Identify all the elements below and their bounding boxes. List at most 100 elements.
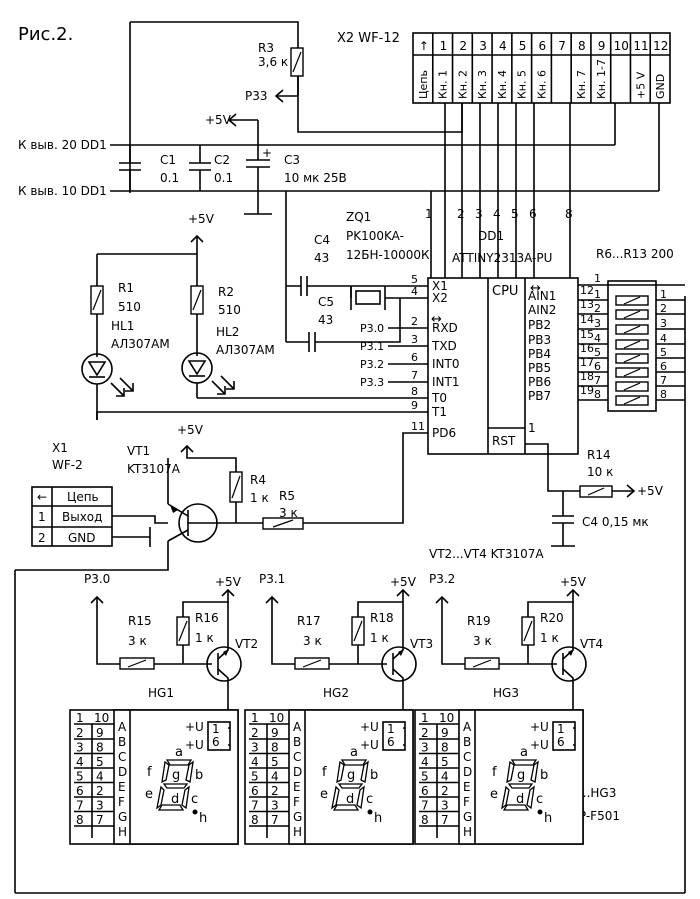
dd1-left-pin-label: X2 <box>432 291 448 305</box>
x2-signal-label: +5 V <box>634 71 647 99</box>
hg-segment-letter: B <box>293 735 301 749</box>
x2-pin-number: 2 <box>459 39 467 53</box>
x2-signal-label: Кн. 1-7 <box>595 59 608 99</box>
hg-pin-right: 8 <box>96 741 104 755</box>
stage-hg-name: HG2 <box>323 686 349 700</box>
hg-segment-letter: H <box>118 825 127 839</box>
hg-segment-letter: E <box>293 780 301 794</box>
r2-hatch <box>192 289 202 311</box>
hg-power-2: +U <box>360 738 379 752</box>
dd1-top-pin-number: 5 <box>511 207 519 221</box>
hg-pin-left: 5 <box>251 770 259 784</box>
seven-segment-label: f <box>492 765 497 780</box>
stage-transistor-arrow <box>568 649 574 656</box>
r-array-right-number: 5 <box>660 346 667 359</box>
seven-segment-label: g <box>517 768 525 783</box>
dd1-right-pin-label: PB7 <box>528 389 551 403</box>
hg-pin-left: 6 <box>76 784 84 798</box>
stage-rb-value: 3 к <box>473 634 492 648</box>
vt-note: VT2...VT4 KT3107A <box>429 547 544 561</box>
dd1-right-pin-number: 18 <box>580 370 594 383</box>
hg-power-pin-b: 6 <box>557 735 565 749</box>
r4-hatch <box>231 475 241 499</box>
hg-pin-right: 3 <box>441 799 449 813</box>
dd1-right-pin-number: 14 <box>580 313 594 326</box>
dd1-left-pin-label: RXD <box>432 321 458 335</box>
r3-value: 3,6 к <box>258 55 288 69</box>
hg-pin-right: 2 <box>96 784 104 798</box>
stage-rb-value: 3 к <box>303 634 322 648</box>
hg-segment-letter: F <box>463 795 470 809</box>
seven-segment-label: e <box>320 787 328 802</box>
wire-pd6 <box>303 432 428 524</box>
hg-pin-left: 3 <box>251 741 259 755</box>
c1-capacitor <box>119 145 141 191</box>
r-array-hatch <box>623 340 641 349</box>
seven-segment-label: b <box>540 768 548 783</box>
x2-pin-number: 9 <box>598 39 606 53</box>
dd1-right-pin-number: 16 <box>580 342 594 355</box>
hg-power-box <box>552 721 576 751</box>
r-array-left-number: 4 <box>594 332 601 345</box>
x2-pin-number: 3 <box>479 39 487 53</box>
stage-net-wire <box>441 597 465 665</box>
dd1-left-pin-number: 6 <box>411 351 418 364</box>
hg-pin-right: 3 <box>96 799 104 813</box>
r4-value: 1 к <box>250 491 269 505</box>
hg-power-wires <box>228 727 230 746</box>
dd1-top-pin-number: 8 <box>565 207 573 221</box>
r14-vcc-label: +5V <box>637 484 664 498</box>
seven-segment-label: e <box>145 787 153 802</box>
hg-segment-letter: G <box>118 810 127 824</box>
dd1-left-pin-label: X1 <box>432 279 448 293</box>
hg-pin-left: 5 <box>76 770 84 784</box>
stage-rc-hatch <box>178 620 188 642</box>
stage-transistor-leads <box>217 602 229 728</box>
r3-name: R3 <box>258 41 274 55</box>
r4-name: R4 <box>250 473 266 487</box>
stage-vcc-arrow <box>566 588 580 597</box>
r-array-hatch <box>623 396 641 405</box>
x1-header: Цепь <box>67 490 99 504</box>
c5-name: C5 <box>318 295 334 309</box>
x1-type: WF-2 <box>52 458 83 472</box>
c5-value: 43 <box>318 313 333 327</box>
dd1-top-pin-number: 3 <box>475 207 483 221</box>
hg-segment-letter: F <box>293 795 300 809</box>
x2-pin-number: 8 <box>578 39 586 53</box>
dd1-right-pin-number: 15 <box>580 328 594 341</box>
hl1-name: HL1 <box>111 319 134 333</box>
vcc-arrow <box>227 113 237 127</box>
seven-segment-label: c <box>536 792 543 807</box>
hg-pin-left: 7 <box>251 799 259 813</box>
seven-segment-label: g <box>347 768 355 783</box>
rail-top-label: К выв. 20 DD1 <box>18 138 107 152</box>
x2-connector <box>412 32 671 104</box>
r5-hatch <box>272 519 294 528</box>
hg-power-1: +U <box>185 720 204 734</box>
hg-segment-letter: D <box>293 765 302 779</box>
dd1-left-pin-net: P3.2 <box>360 358 384 371</box>
c3-capacitor: + <box>244 145 272 215</box>
hg-power-pin-b: 6 <box>387 735 395 749</box>
seven-segment-label: d <box>346 792 354 807</box>
x2-signal-label: Кн. 5 <box>516 70 529 99</box>
wire-vt1-vcc <box>186 446 237 472</box>
seven-segment-label: c <box>366 792 373 807</box>
r14-name: R14 <box>587 448 611 462</box>
stage-transistor-arrow <box>398 649 404 656</box>
dd1-left-pin-number: 9 <box>411 399 418 412</box>
hg-pin-right: 9 <box>441 726 449 740</box>
hg-hdr-left: 1 <box>251 711 259 725</box>
dd1-left-pin-net: P3.0 <box>360 322 384 335</box>
hl1-type: АЛ307АМ <box>111 337 170 351</box>
dd1-left-pin-net: P3.3 <box>360 376 384 389</box>
hg-segment-letter: A <box>293 720 302 734</box>
stage-transistor-arrow <box>223 649 229 656</box>
vt1-name: VT1 <box>127 444 150 458</box>
c4b-label: C4 0,15 мк <box>582 515 649 529</box>
zq1-crystal <box>350 286 386 310</box>
rail-bottom-label: К выв. 10 DD1 <box>18 184 107 198</box>
wire-hl1-t1 <box>96 411 428 420</box>
